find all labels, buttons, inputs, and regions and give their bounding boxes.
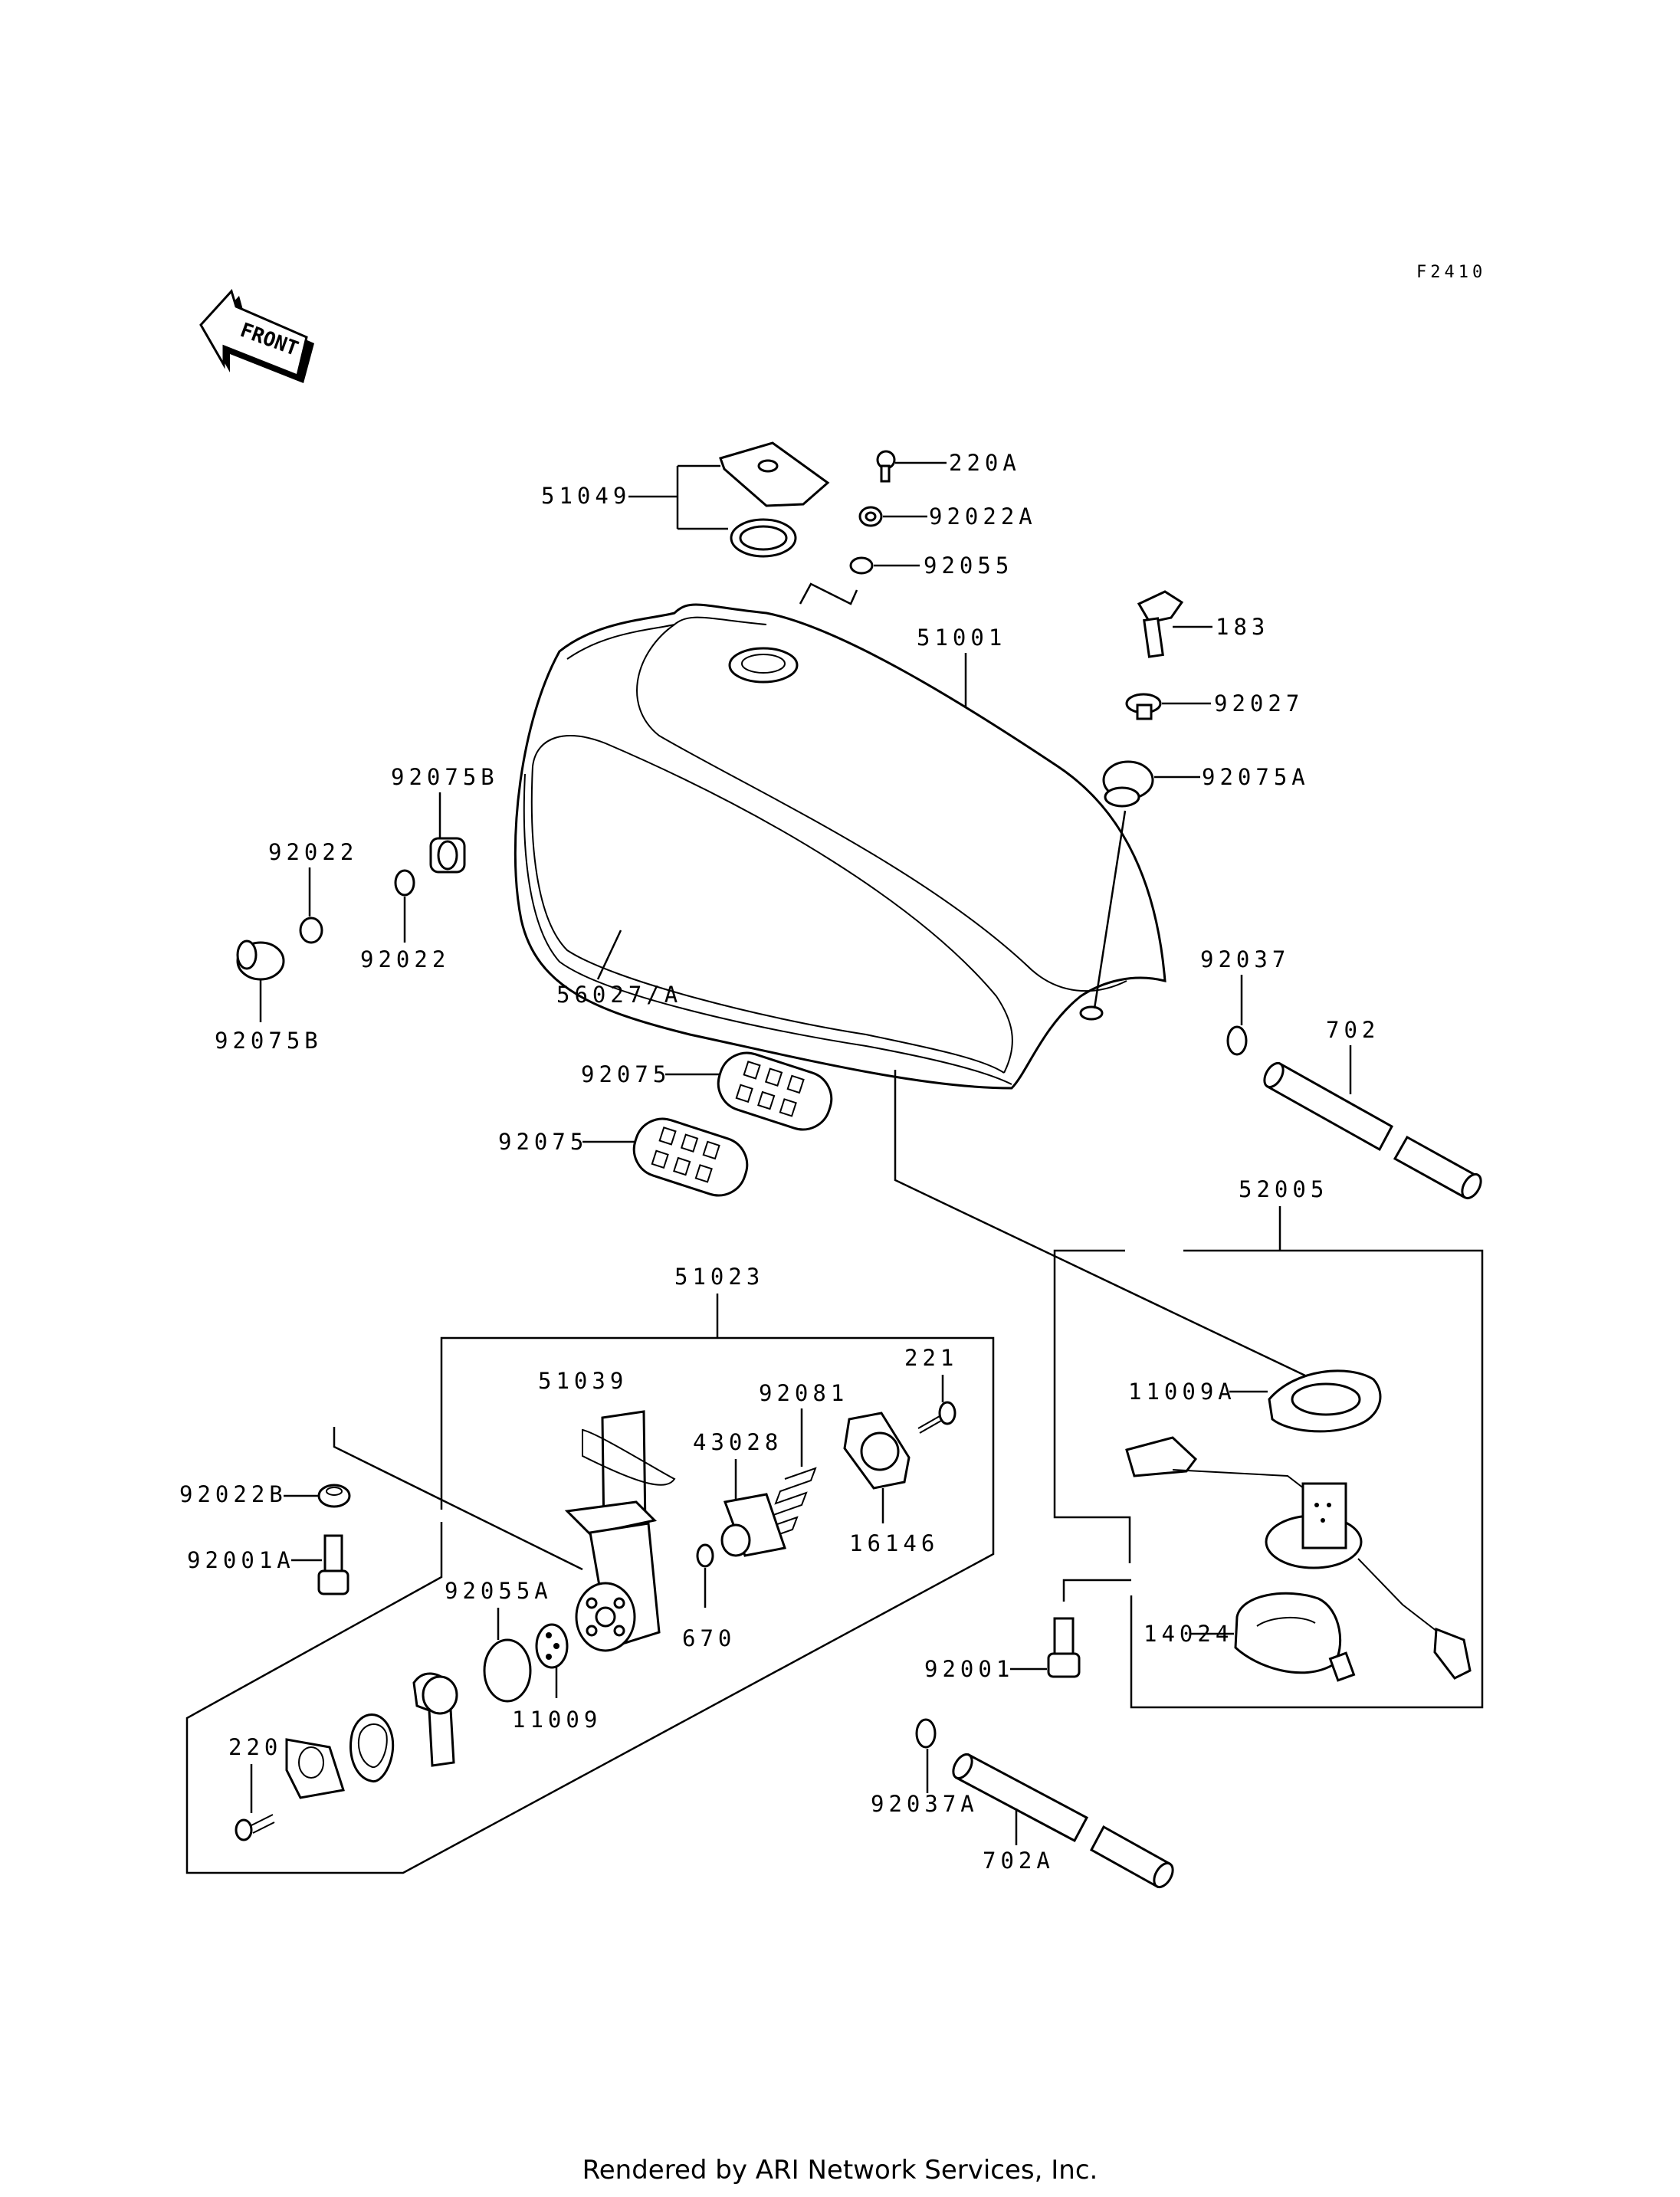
label-11009A: 11009A [1128, 1379, 1236, 1405]
rubber-92075-b [632, 1117, 749, 1197]
collar-92027 [1125, 693, 1162, 720]
damper-92075B-top [429, 837, 466, 874]
bolt-92001A [317, 1534, 349, 1595]
label-92001: 92001 [924, 1656, 1014, 1682]
clamp-92037 [1226, 1025, 1248, 1056]
label-92027: 92027 [1214, 690, 1304, 716]
screw-220A [876, 450, 896, 483]
bolt-183 [1137, 590, 1184, 658]
label-51023: 51023 [674, 1264, 764, 1290]
washer-92022A [858, 506, 883, 527]
tank-cap-51049 [719, 441, 830, 558]
front-arrow-icon: FRONT [199, 289, 314, 383]
hose-702 [1263, 1061, 1482, 1200]
label-221: 221 [904, 1345, 958, 1371]
label-92075A: 92075A [1202, 764, 1310, 790]
label-220: 220 [228, 1734, 282, 1760]
screw-221 [917, 1401, 956, 1434]
label-51049: 51049 [541, 483, 631, 509]
fuel-tank-51001 [514, 603, 1166, 1090]
label-92055A: 92055A [445, 1578, 553, 1604]
clamp-92037A [915, 1718, 937, 1749]
label-92075-a: 92075 [581, 1061, 671, 1087]
rubber-92075-a [717, 1051, 833, 1131]
bolt-92001 [1047, 1617, 1081, 1678]
label-11009: 11009 [512, 1707, 602, 1733]
label-92075-b: 92075 [498, 1129, 588, 1155]
damper-92075A [1102, 760, 1154, 808]
label-51039: 51039 [538, 1368, 628, 1394]
fuel-pump-unit [1125, 1436, 1472, 1680]
lever-51039 [564, 1410, 676, 1652]
label-92022A: 92022A [929, 503, 1037, 530]
label-14024: 14024 [1144, 1621, 1233, 1647]
washer-92022B [317, 1484, 351, 1508]
gasket-11009 [535, 1623, 569, 1669]
label-56027A: 56027/A [556, 982, 682, 1008]
washer-92022-left [299, 917, 323, 944]
label-220A: 220A [949, 450, 1021, 476]
cover-16146 [843, 1412, 911, 1490]
label-92022-top: 92022 [268, 839, 358, 865]
cock-lever-parts [285, 1672, 458, 1799]
label-92001A: 92001A [187, 1547, 295, 1573]
label-92037: 92037 [1200, 946, 1290, 972]
label-92075B-bottom: 92075B [215, 1028, 323, 1054]
oring-92055 [849, 556, 874, 575]
bracket-14024 [1234, 1592, 1356, 1682]
diagram-code: F2410 [1416, 263, 1486, 282]
label-92037A: 92037A [871, 1791, 979, 1817]
screw-220 [235, 1814, 275, 1841]
washer-92022-right [394, 869, 415, 897]
oring-670 [696, 1543, 714, 1568]
footer-credit: Rendered by ARI Network Services, Inc. [582, 2155, 1098, 2186]
hose-702A [952, 1753, 1174, 1889]
diaphragm-43028 [720, 1493, 786, 1557]
label-183: 183 [1216, 614, 1269, 640]
oring-92055A [483, 1638, 532, 1703]
label-92022-bottom: 92022 [360, 946, 450, 972]
damper-92075B-bottom [236, 939, 285, 981]
spring-92081 [761, 1467, 817, 1541]
label-670: 670 [682, 1625, 736, 1651]
label-92081: 92081 [759, 1380, 848, 1406]
label-702: 702 [1326, 1017, 1380, 1043]
label-52005: 52005 [1239, 1176, 1328, 1202]
label-92055: 92055 [924, 553, 1013, 579]
label-92022B: 92022B [179, 1481, 287, 1507]
label-51001: 51001 [917, 625, 1006, 651]
label-92075B-top: 92075B [391, 764, 499, 790]
label-43028: 43028 [693, 1429, 783, 1455]
label-702A: 702A [983, 1848, 1055, 1874]
label-16146: 16146 [849, 1530, 939, 1556]
gasket-11009A [1268, 1369, 1382, 1433]
